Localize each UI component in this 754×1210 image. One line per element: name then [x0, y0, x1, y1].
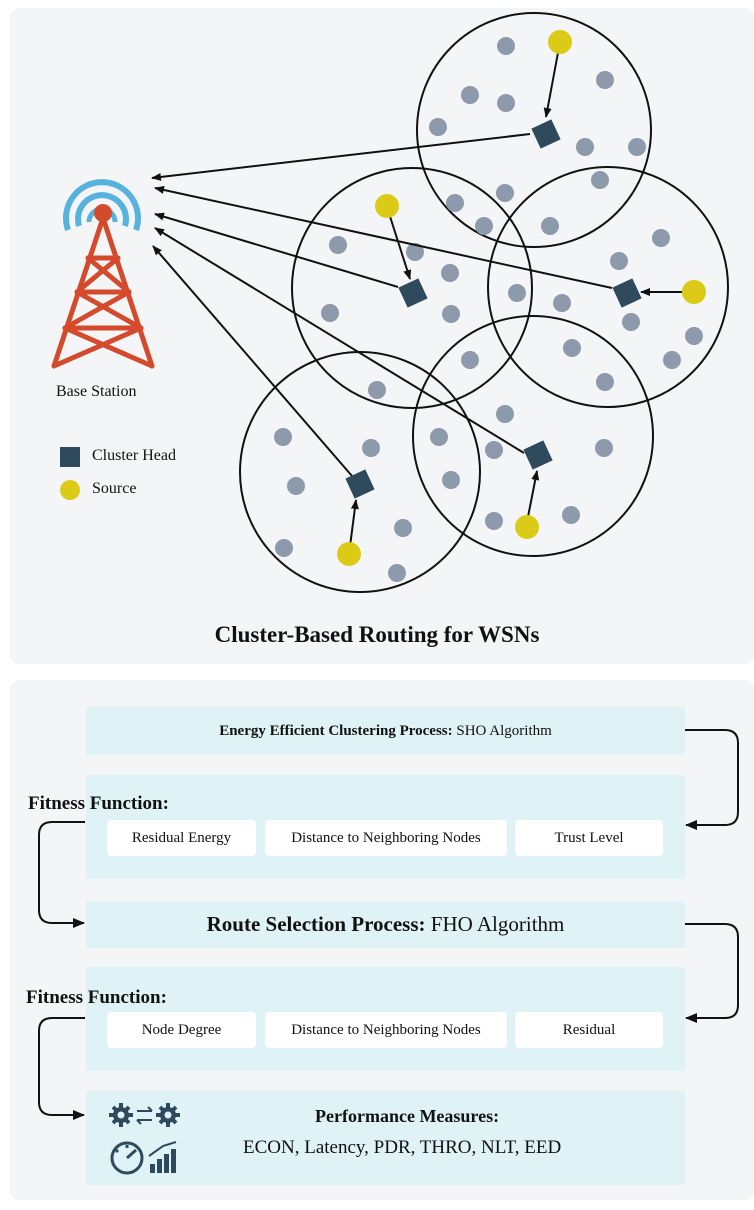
sensor-node [663, 351, 681, 369]
sensor-node [562, 506, 580, 524]
flow-arrow-4 [38, 1017, 85, 1120]
route-arrow [154, 227, 525, 454]
sensor-node [429, 118, 447, 136]
sensor-node [446, 194, 464, 212]
route-selection-box: Route Selection Process: FHO Algorithm [86, 901, 685, 948]
sensor-node [442, 471, 460, 489]
fitness-function-label-2: Fitness Function: [26, 987, 167, 1008]
sensor-node [329, 236, 347, 254]
sensor-node [368, 381, 386, 399]
bar-chart-icon [148, 1141, 177, 1173]
source-arrow [543, 41, 561, 118]
fitness-chip-residual-energy: Residual Energy [107, 820, 256, 856]
base-station-label: Base Station [56, 383, 137, 400]
sensor-node [497, 37, 515, 55]
fitness-function-label-1: Fitness Function: [28, 793, 169, 814]
sensor-node [497, 94, 515, 112]
sensor-node [496, 405, 514, 423]
sensor-node [576, 138, 594, 156]
fitness-chip-trust-level: Trust Level [515, 820, 663, 856]
sensor-node [442, 305, 460, 323]
cluster-head-node [531, 119, 561, 149]
cluster-head-node [398, 278, 428, 308]
cluster-boundary [416, 12, 652, 248]
performance-box [86, 1091, 685, 1185]
sensor-node [394, 519, 412, 537]
source-node [682, 280, 706, 304]
sensor-node [388, 564, 406, 582]
source-legend-icon [60, 480, 80, 500]
sensor-node [591, 171, 609, 189]
sensor-node [595, 439, 613, 457]
sensor-node [287, 477, 305, 495]
cluster-head-node [523, 440, 553, 470]
sensor-node [275, 539, 293, 557]
flow-arrow-3 [685, 923, 739, 1023]
source-arrow [386, 206, 412, 280]
sensor-node [553, 294, 571, 312]
source-node [515, 515, 539, 539]
source-node [337, 542, 361, 566]
flow-arrow-2 [38, 821, 85, 928]
performance-title: Performance Measures: [315, 1106, 500, 1126]
sensor-node [596, 71, 614, 89]
sensor-node [496, 184, 514, 202]
source-legend-label: Source [92, 480, 137, 497]
cluster-head-legend-label: Cluster Head [92, 447, 176, 464]
sensor-node [475, 217, 493, 235]
clustering-process-box: Energy Efficient Clustering Process: SHO… [86, 707, 685, 755]
cluster-boundary [412, 315, 654, 557]
gears-icon [109, 1103, 180, 1127]
clustering-process-algorithm: SHO Algorithm [452, 722, 552, 739]
sensor-node [610, 252, 628, 270]
route-arrow [154, 186, 613, 289]
sensor-node [485, 512, 503, 530]
cluster-boundary [291, 167, 533, 409]
route-selection-algorithm: FHO Algorithm [425, 912, 565, 936]
flow-arrow-1 [685, 729, 739, 830]
route-selection-title: Route Selection Process: [206, 912, 426, 936]
fitness-chip-distance-1: Distance to Neighboring Nodes [265, 820, 507, 856]
route-arrow [154, 212, 399, 288]
route-arrow [152, 245, 353, 477]
sensor-node [321, 304, 339, 322]
sensor-node [685, 327, 703, 345]
fitness-chip-residual: Residual [515, 1012, 663, 1048]
fitness-chip-node-degree: Node Degree [107, 1012, 256, 1048]
sensor-node [628, 138, 646, 156]
sensor-node [485, 441, 503, 459]
source-node [375, 194, 399, 218]
cluster-head-node [345, 469, 375, 499]
sensor-node [508, 284, 526, 302]
sensor-node [541, 217, 559, 235]
performance-metrics: ECON, Latency, PDR, THRO, NLT, EED [243, 1137, 562, 1158]
sensor-node [461, 351, 479, 369]
cluster-head-node [612, 278, 642, 308]
source-node [548, 30, 572, 54]
cluster-boundary [487, 166, 729, 408]
clustering-process-title: Energy Efficient Clustering Process: [219, 722, 453, 739]
sensor-node [430, 428, 448, 446]
fitness-chip-distance-2: Distance to Neighboring Nodes [265, 1012, 507, 1048]
diagram-title: Cluster-Based Routing for WSNs [214, 622, 540, 647]
sensor-node [596, 373, 614, 391]
route-arrow [151, 133, 531, 181]
network-diagram-panel [10, 8, 754, 664]
network-diagram [51, 12, 729, 593]
base-station-tower-icon [51, 179, 155, 369]
sensor-node [461, 86, 479, 104]
sensor-node [274, 428, 292, 446]
sensor-node [622, 313, 640, 331]
gauge-icon [110, 1141, 144, 1175]
sensor-node [406, 243, 424, 261]
cluster-head-legend-icon [60, 447, 80, 467]
sensor-node [441, 264, 459, 282]
sensor-node [362, 439, 380, 457]
sensor-node [652, 229, 670, 247]
sensor-node [563, 339, 581, 357]
